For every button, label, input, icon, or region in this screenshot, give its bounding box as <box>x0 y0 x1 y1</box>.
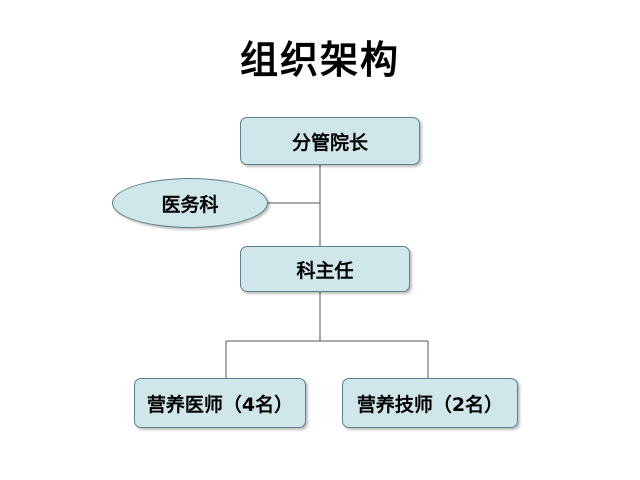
node-nutrition-technician: 营养技师（2名） <box>342 378 518 428</box>
node-dietitian-label: 营养医师（4名） <box>146 393 294 416</box>
node-department-head-label: 科主任 <box>296 259 354 282</box>
node-dietitian: 营养医师（4名） <box>134 378 306 428</box>
node-medical-affairs-label: 医务科 <box>161 193 219 216</box>
node-vice-president-label: 分管院长 <box>291 131 368 154</box>
node-vice-president: 分管院长 <box>240 117 420 165</box>
node-nutrition-technician-label: 营养技师（2名） <box>356 393 504 416</box>
chart-title: 组织架构 <box>239 38 400 82</box>
node-medical-affairs: 医务科 <box>112 178 268 228</box>
node-department-head: 科主任 <box>240 246 410 292</box>
